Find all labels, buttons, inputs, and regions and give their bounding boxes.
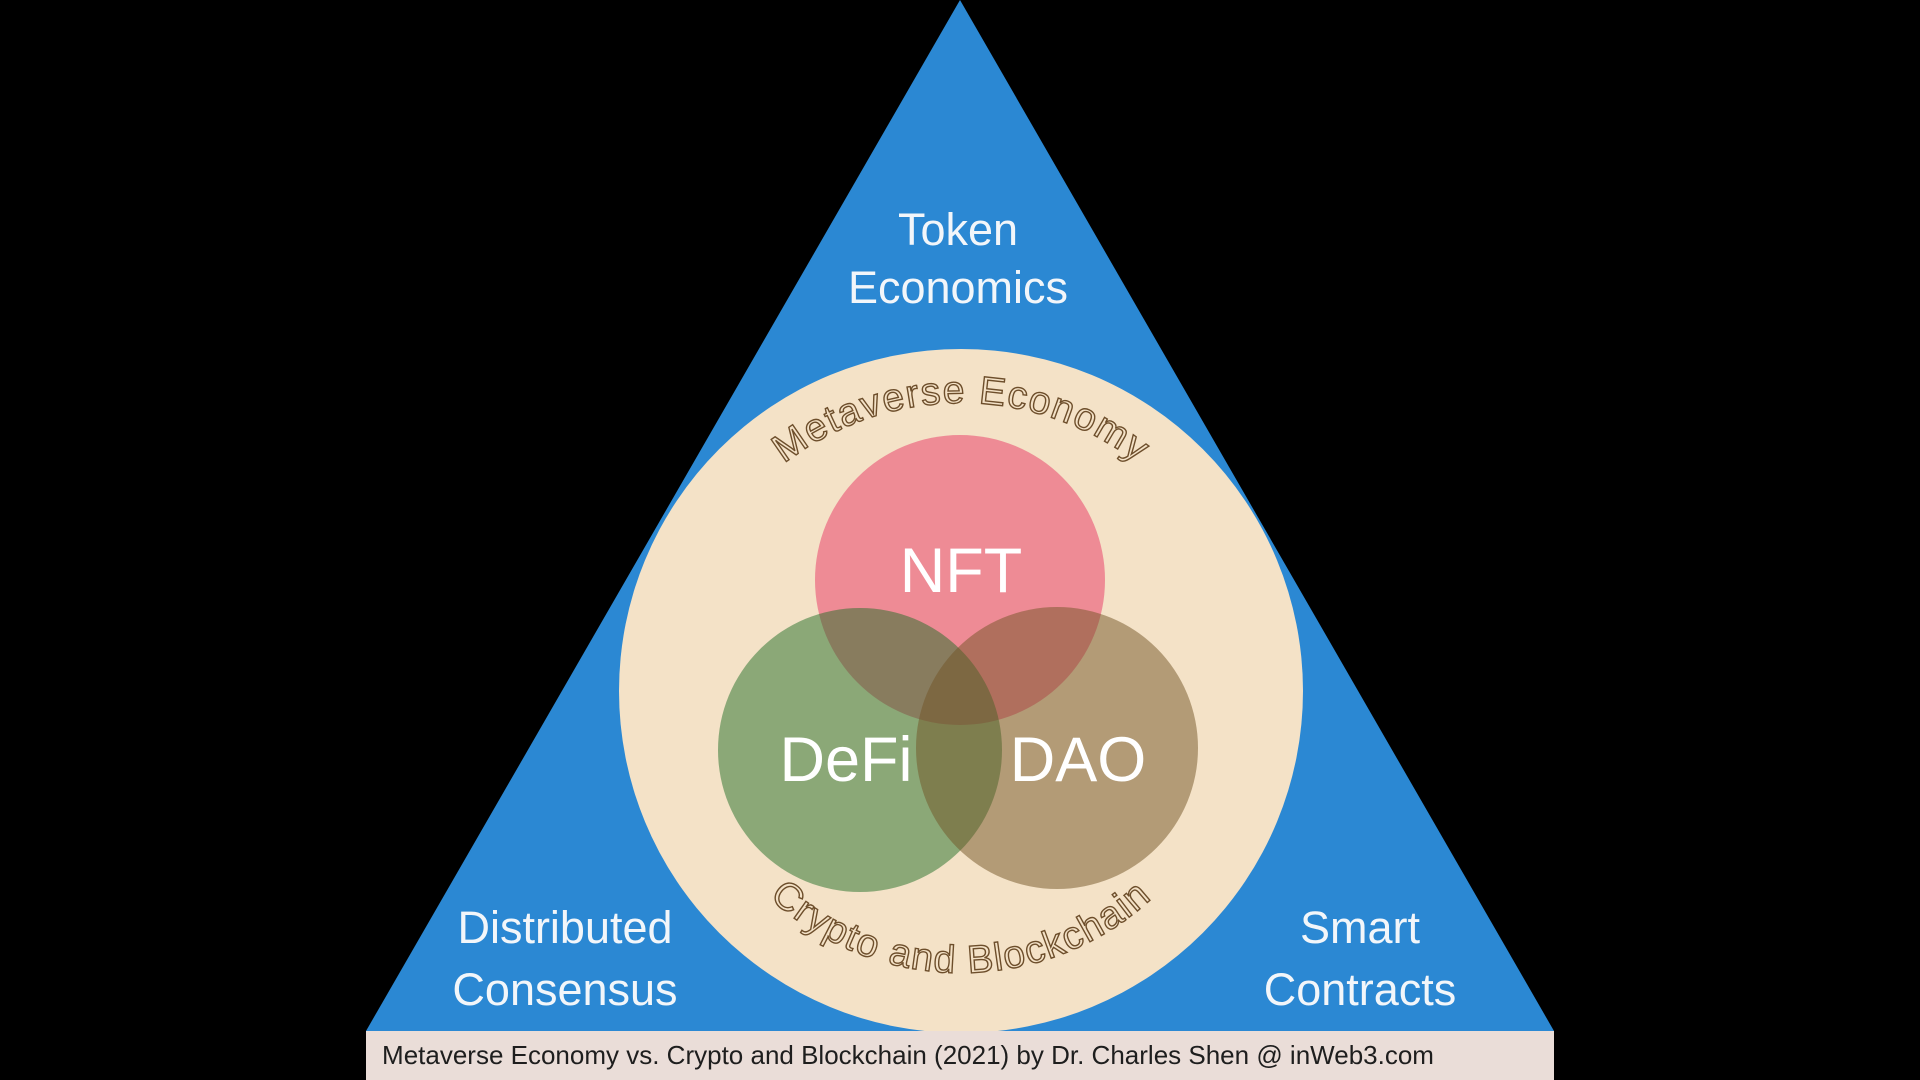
distributed-consensus-label-line1: Distributed <box>457 902 672 953</box>
nft-label: NFT <box>900 536 1022 606</box>
token-economics-label-line1: Token <box>898 204 1018 255</box>
defi-circle <box>718 608 1002 892</box>
smart-contracts-label-line1: Smart <box>1300 902 1421 953</box>
distributed-consensus-label-line2: Consensus <box>452 964 677 1015</box>
dao-circle <box>916 607 1198 889</box>
caption-text: Metaverse Economy vs. Crypto and Blockch… <box>382 1040 1434 1070</box>
smart-contracts-label-line2: Contracts <box>1264 964 1457 1015</box>
token-economics-label-line2: Economics <box>848 262 1068 313</box>
caption-bar <box>366 1031 1554 1080</box>
defi-label: DeFi <box>779 725 912 795</box>
dao-label: DAO <box>1010 725 1147 795</box>
